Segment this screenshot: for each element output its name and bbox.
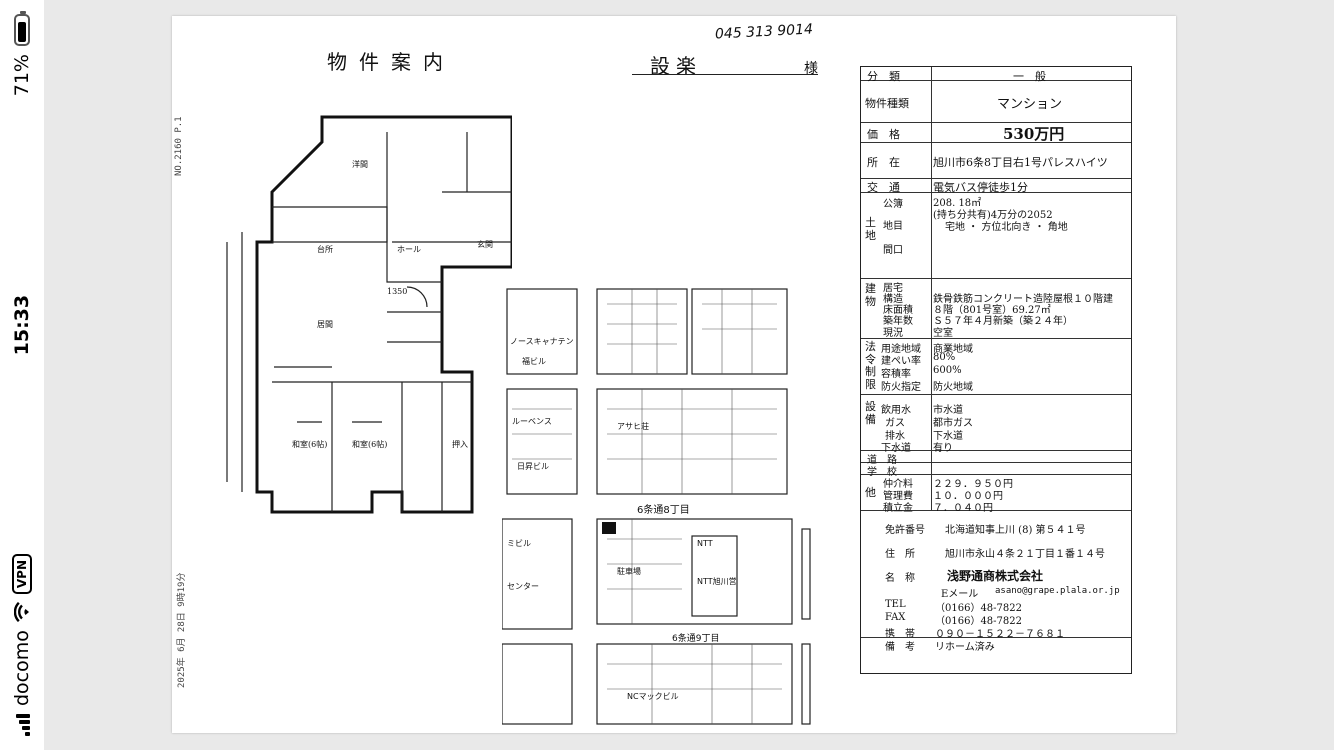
battery-icon — [14, 14, 30, 47]
agency-info: 免許番号 北海道知事上川 (8) 第５４１号 住 所 旭川市永山４条２１丁目１番… — [861, 507, 1131, 673]
clock: 15:33 — [11, 294, 33, 356]
row-school: 学 校 — [861, 463, 1131, 478]
street-label: 6条通9丁目 — [672, 632, 719, 644]
target-building-marker — [602, 522, 616, 534]
row-category: 分 類 一 般 — [861, 67, 1131, 83]
row-road: 道 路 — [861, 451, 1131, 466]
row-legal: 法令制限 用途地域 建ぺい率 容積率 防火指定 商業地域 80% 600% 防火… — [861, 339, 1131, 395]
row-land: 土地 公簿 地目 間口 208. 18㎡ (持ち分共有)4万分の2052 宅地 … — [861, 193, 1131, 279]
price-value: 530万円 — [1003, 125, 1065, 143]
location-map: 6条通8丁目 6条通9丁目 ノースキャナテン 福ビル ルーベンス アサヒ荘 日昇… — [502, 288, 811, 725]
map-place: 福ビル — [522, 357, 546, 366]
room-label: 玄関 — [477, 239, 493, 249]
vpn-badge: VPN — [12, 553, 32, 595]
property-info-table: 分 類 一 般 物件種類 マンション 価 格 530万円 所 在 旭川市6条8丁… — [860, 66, 1132, 674]
map-place: NCマックビル — [627, 692, 679, 701]
street-label: 6条通8丁目 — [637, 503, 690, 516]
row-transport: 交 通 電気バス停徒歩1分 — [861, 179, 1131, 194]
map-place: ミビル — [507, 539, 531, 548]
room-label: 和室(6帖) — [292, 439, 327, 449]
map-place: NTT — [697, 539, 713, 548]
room-label: ホール — [397, 245, 421, 254]
row-building: 建物 居宅 構造 床面積 築年数 現況 鉄骨鉄筋コンクリート造陸屋根１０階建 ８… — [861, 279, 1131, 339]
map-place: NTT旭川営 — [697, 576, 737, 586]
status-bar: docomo VPN 15:33 71% — [0, 0, 44, 750]
map-place: アサヒ荘 — [617, 421, 649, 431]
map-place: ノースキャナテン — [510, 337, 574, 346]
row-facilities: 設備 飲用水 ガス 排水 下水道 市水道 都市ガス 下水道 有り — [861, 395, 1131, 454]
map-place: センター — [507, 582, 539, 591]
fax-header-text: NO.2160 P.1 — [174, 116, 184, 176]
company-name: 浅野通商株式会社 — [947, 569, 1044, 583]
map-place: 駐車場 — [617, 566, 641, 576]
row-price: 価 格 530万円 — [861, 123, 1131, 143]
dimension-label: 1350 — [387, 287, 407, 296]
row-location: 所 在 旭川市6条8丁目右1号パレスハイツ — [861, 143, 1131, 179]
signal-icon — [14, 714, 30, 736]
room-label: 押入 — [452, 439, 468, 449]
carrier-label: docomo — [11, 630, 33, 706]
document-title: 物件案内 — [327, 50, 455, 74]
fax-timestamp: 2025年 6月 28日 9時19分 — [177, 572, 187, 688]
wifi-icon — [14, 602, 29, 623]
row-type: 物件種類 マンション — [861, 81, 1131, 123]
room-label: 和室(6帖) — [352, 439, 387, 449]
room-label: 台所 — [317, 244, 333, 254]
battery-percent: 71% — [11, 54, 33, 97]
room-label: 居間 — [317, 320, 333, 329]
handwritten-phone: 045 313 9014 — [714, 21, 814, 43]
map-place: 日昇ビル — [517, 462, 549, 471]
property-document[interactable]: 045 313 9014 物件案内 設楽 様 NO.2160 P.1 2025年… — [172, 16, 1176, 733]
floor-plan: 洋間 台所 居間 ホール 玄関 和室(6帖) 和室(6帖) 押入 1350 — [226, 115, 512, 514]
room-label: 洋間 — [352, 159, 368, 169]
recipient-underline — [632, 74, 818, 75]
map-place: ルーベンス — [512, 417, 552, 426]
row-fees: 他 仲介料 管理費 積立金 ２２９．９５０円 １０．０００円 ７．０４０円 — [861, 475, 1131, 514]
recipient-honorific: 様 — [804, 61, 818, 77]
